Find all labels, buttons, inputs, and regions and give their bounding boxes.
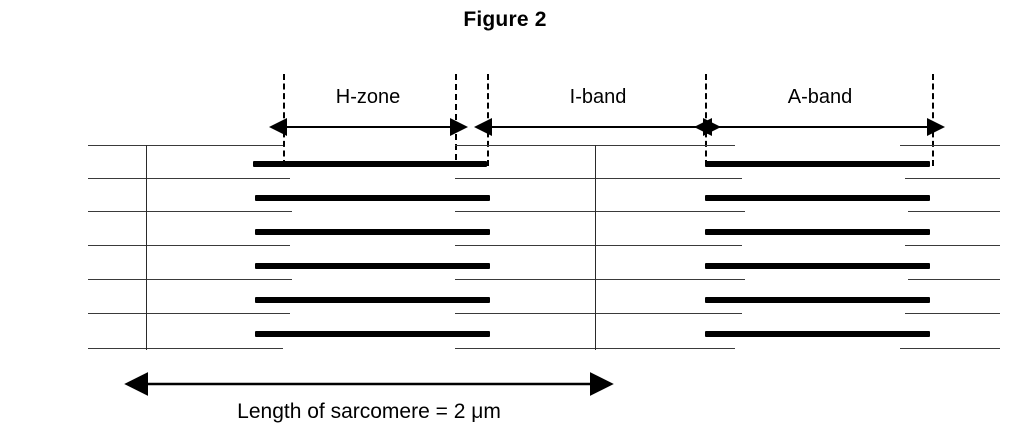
thick-filament: [255, 229, 490, 235]
thick-filament: [255, 195, 490, 201]
thin-filament: [455, 279, 745, 280]
thin-filament: [905, 178, 1000, 179]
guide-line-2: [455, 74, 457, 160]
thin-filament: [900, 348, 1000, 349]
a-band-arrow: [694, 118, 945, 136]
thick-filament: [705, 229, 930, 235]
thick-filament: [255, 331, 490, 337]
thick-filament: [705, 297, 930, 303]
label-h-zone: H-zone: [335, 86, 401, 108]
thin-filament: [88, 279, 292, 280]
thin-filament: [905, 313, 1000, 314]
thin-filament: [88, 145, 283, 146]
thin-filament: [88, 313, 290, 314]
i-band-arrow: [474, 118, 721, 136]
thin-filament: [905, 245, 1000, 246]
sarcomere-length-arrow: [124, 372, 614, 396]
h-zone-arrow: [269, 118, 468, 136]
thick-filament: [253, 161, 487, 167]
label-a-band: A-band: [787, 86, 853, 108]
thin-filament: [908, 279, 1000, 280]
sarcomere-length-caption: Length of sarcomere = 2 μm: [237, 400, 501, 423]
thin-filament: [455, 211, 745, 212]
thick-filament: [705, 331, 930, 337]
thin-filament: [455, 178, 742, 179]
thin-filament: [88, 245, 290, 246]
thick-filament: [255, 263, 490, 269]
thin-filament: [88, 348, 283, 349]
thin-filament: [900, 145, 1000, 146]
thin-filament: [455, 313, 742, 314]
thick-filament: [705, 161, 930, 167]
thick-filament: [255, 297, 490, 303]
label-i-band: I-band: [569, 86, 627, 108]
thin-filament: [88, 211, 292, 212]
z-line-middle: [595, 145, 596, 350]
figure-title: Figure 2: [463, 8, 547, 31]
thick-filament: [705, 263, 930, 269]
z-line-left: [146, 145, 147, 350]
thin-filament: [455, 245, 742, 246]
thick-filament: [705, 195, 930, 201]
thin-filament: [88, 178, 290, 179]
thin-filament: [908, 211, 1000, 212]
